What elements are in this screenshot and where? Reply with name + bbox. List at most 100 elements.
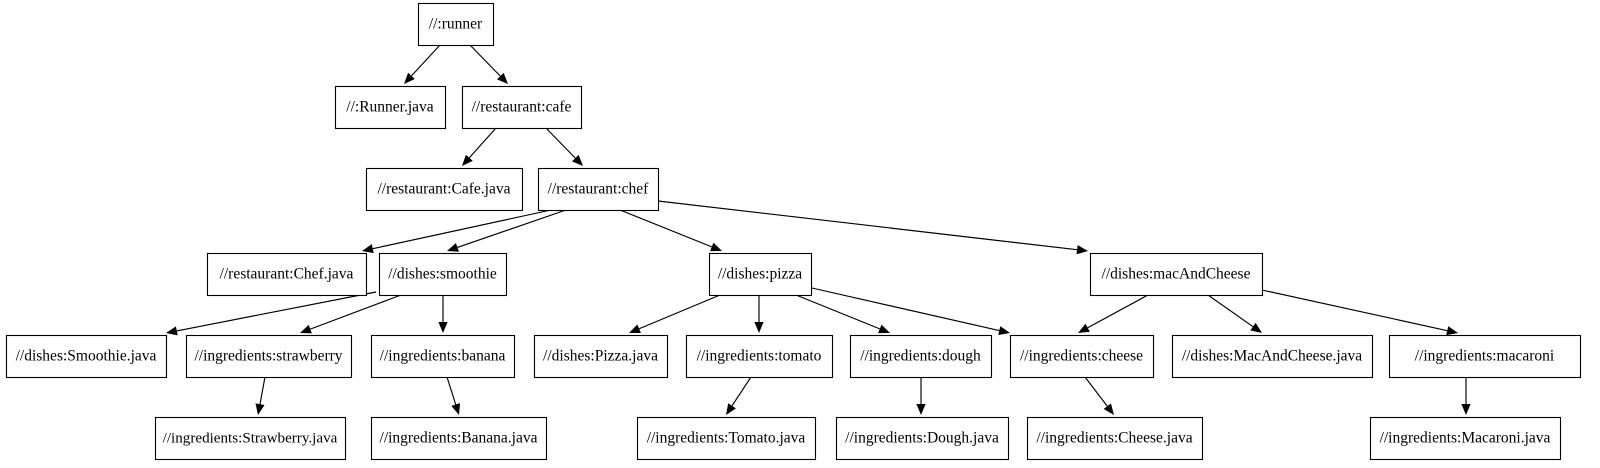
graph-edge — [362, 209, 552, 254]
node-label: //ingredients:macaroni — [1415, 348, 1555, 365]
graph-node[interactable]: //dishes:smoothie — [378, 252, 508, 297]
node-box[interactable] — [365, 167, 524, 212]
arrowhead-icon — [710, 242, 722, 252]
graph-edge — [255, 376, 266, 415]
arrowhead-icon — [1461, 404, 1471, 415]
node-box[interactable] — [185, 334, 353, 379]
arrowhead-icon — [629, 324, 641, 334]
arrowhead-icon — [451, 403, 461, 415]
graph-node[interactable]: //dishes:Pizza.java — [533, 334, 669, 379]
graph-node[interactable]: //dishes:MacAndCheese.java — [1171, 334, 1374, 379]
graph-node[interactable]: //ingredients:Cheese.java — [1026, 416, 1204, 461]
node-box[interactable] — [370, 416, 548, 461]
graph-node[interactable]: //restaurant:chef — [537, 167, 660, 212]
node-label: //ingredients:strawberry — [194, 348, 342, 365]
node-box[interactable] — [1089, 252, 1264, 297]
node-box[interactable] — [636, 416, 817, 461]
node-box[interactable] — [5, 334, 168, 379]
node-label: //dishes:Smoothie.java — [16, 348, 157, 365]
graph-node[interactable]: //restaurant:cafe — [461, 85, 583, 130]
graph-node[interactable]: //restaurant:Cafe.java — [365, 167, 524, 212]
graph-edge — [1261, 289, 1458, 336]
node-box[interactable] — [370, 334, 516, 379]
graph-edge — [404, 44, 441, 84]
node-label: //ingredients:Cheese.java — [1036, 430, 1192, 447]
node-label: //ingredients:Tomato.java — [647, 430, 806, 447]
graph-node[interactable]: //ingredients:tomato — [685, 334, 834, 379]
node-label: //ingredients:Strawberry.java — [163, 430, 338, 446]
graph-edge — [1207, 294, 1262, 333]
node-box[interactable] — [537, 167, 660, 212]
node-box[interactable] — [461, 85, 583, 130]
arrowhead-icon — [255, 403, 265, 415]
graph-edge — [754, 295, 764, 333]
arrowhead-icon — [404, 72, 415, 84]
node-label: //ingredients:Banana.java — [380, 430, 538, 447]
node-box[interactable] — [849, 334, 993, 379]
graph-node[interactable]: //ingredients:Dough.java — [835, 416, 1010, 461]
node-box[interactable] — [533, 334, 669, 379]
node-label: //dishes:macAndCheese — [1102, 266, 1251, 283]
node-label: //restaurant:chef — [548, 181, 650, 198]
graph-node[interactable]: //dishes:Smoothie.java — [5, 334, 168, 379]
node-label: //dishes:pizza — [718, 266, 802, 283]
graph-edge — [469, 44, 508, 84]
node-label: //dishes:Pizza.java — [543, 348, 658, 365]
arrowhead-icon — [1078, 323, 1090, 333]
graph-node[interactable]: //ingredients:macaroni — [1388, 334, 1582, 379]
node-box[interactable] — [1026, 416, 1204, 461]
node-box[interactable] — [1009, 334, 1155, 379]
node-box[interactable] — [334, 85, 447, 130]
node-box[interactable] — [708, 252, 813, 297]
arrowhead-icon — [1076, 245, 1088, 255]
graph-node[interactable]: //:runner — [417, 2, 495, 47]
node-box[interactable] — [1388, 334, 1582, 379]
node-label: //:Runner.java — [346, 99, 434, 116]
graph-node[interactable]: //dishes:pizza — [708, 252, 813, 297]
graph-node[interactable]: //ingredients:Tomato.java — [636, 416, 817, 461]
node-label: //dishes:smoothie — [388, 266, 497, 283]
node-box[interactable] — [378, 252, 508, 297]
node-label: //restaurant:Chef.java — [220, 266, 354, 283]
graph-node[interactable]: //ingredients:cheese — [1009, 334, 1155, 379]
graph-node[interactable]: //:Runner.java — [334, 85, 447, 130]
node-box[interactable] — [1369, 416, 1562, 461]
graph-edge — [447, 209, 567, 252]
node-box[interactable] — [835, 416, 1010, 461]
graph-node[interactable]: //ingredients:Banana.java — [370, 416, 548, 461]
node-box[interactable] — [1171, 334, 1374, 379]
node-box[interactable] — [417, 2, 495, 47]
arrowhead-icon — [572, 154, 583, 166]
node-label: //restaurant:cafe — [472, 99, 572, 116]
graph-edge — [545, 127, 583, 166]
arrowhead-icon — [362, 244, 374, 254]
graph-node[interactable]: //ingredients:Macaroni.java — [1369, 416, 1562, 461]
graph-edge — [462, 127, 497, 166]
graph-edge — [300, 294, 402, 334]
graph-edge — [1078, 294, 1149, 333]
graph-edge — [657, 200, 1088, 255]
graph-edge — [1084, 376, 1114, 415]
node-box[interactable] — [154, 416, 347, 461]
arrowhead-icon — [462, 154, 473, 166]
node-box[interactable] — [685, 334, 834, 379]
graph-node[interactable]: //restaurant:Chef.java — [206, 252, 368, 297]
arrowhead-icon — [1250, 322, 1262, 333]
graph-edge — [1461, 377, 1471, 415]
graph-edge — [446, 376, 461, 415]
graph-node[interactable]: //ingredients:Strawberry.java — [154, 416, 347, 461]
arrowhead-icon — [300, 324, 312, 334]
graph-node[interactable]: //ingredients:dough — [849, 334, 993, 379]
node-label: //ingredients:dough — [860, 348, 981, 365]
graph-node[interactable]: //dishes:macAndCheese — [1089, 252, 1264, 297]
arrowhead-icon — [754, 322, 764, 333]
node-label: //restaurant:Cafe.java — [378, 181, 511, 198]
graph-edge — [726, 376, 752, 415]
node-box[interactable] — [206, 252, 368, 297]
graph-node[interactable]: //ingredients:banana — [370, 334, 516, 379]
graph-node[interactable]: //ingredients:strawberry — [185, 334, 353, 379]
graph-edge — [619, 209, 722, 252]
arrowhead-icon — [1446, 326, 1458, 336]
